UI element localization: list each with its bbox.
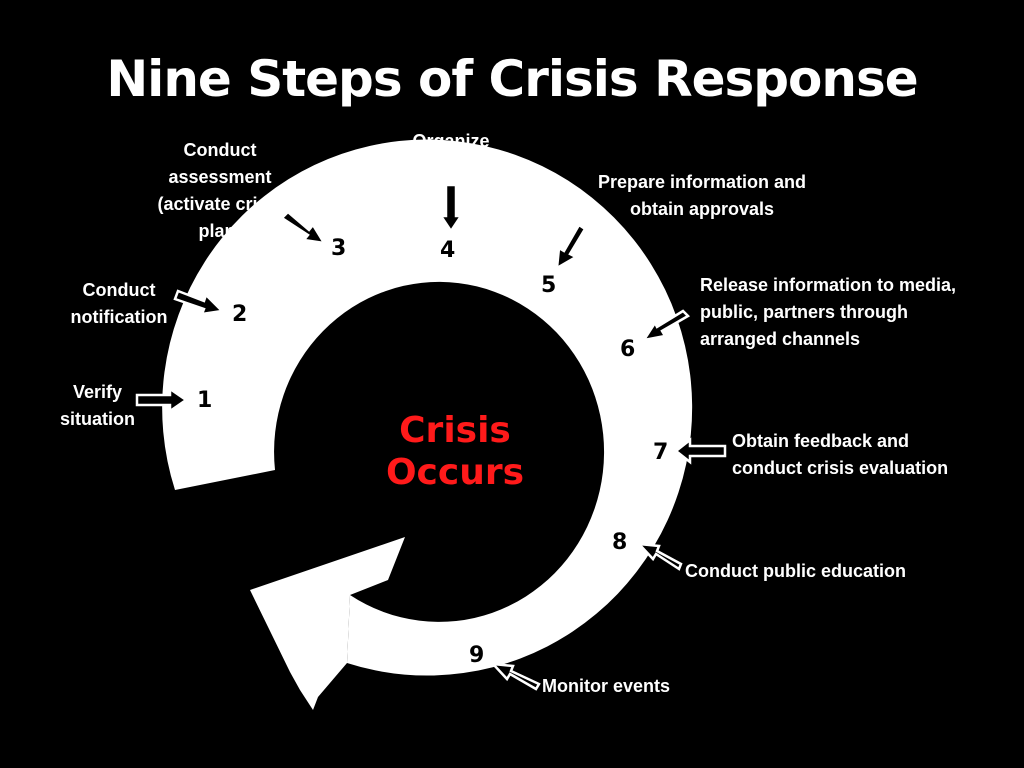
step-number-3: 3	[331, 236, 347, 261]
step-6-label-line: Release information to media,	[700, 275, 957, 295]
step-number-7: 7	[653, 440, 669, 465]
step-3-label-line: (activate crisis	[157, 194, 283, 214]
step-8-label-line: Conduct public education	[685, 561, 906, 581]
step-5-label: Prepare information and obtain approvals	[572, 169, 832, 223]
step-9-label-line: Monitor events	[542, 676, 671, 696]
step-9-label: Monitor events	[542, 673, 670, 700]
pointer-arrows	[135, 183, 727, 691]
step-4-label: Organize assignments	[376, 128, 526, 182]
center-label-line-2: Occurs	[385, 452, 525, 493]
step-1-arrow	[135, 386, 189, 414]
step-4-label-line: assignments	[395, 158, 507, 178]
center-label: Crisis Occurs	[355, 410, 555, 494]
step-7-arrow	[673, 437, 727, 465]
step-7-label-line: conduct crisis evaluation	[732, 458, 949, 478]
step-9-arrow	[489, 662, 541, 691]
step-8-arrow	[635, 542, 683, 571]
step-number-2: 2	[232, 302, 248, 327]
step-number-6: 6	[620, 337, 636, 362]
step-5-label-line: obtain approvals	[629, 199, 775, 219]
step-3-label-line: assessment	[168, 167, 272, 187]
step-number-4: 4	[440, 238, 456, 263]
step-6-label: Release information to media, public, pa…	[700, 272, 956, 353]
step-1-label-line: situation	[60, 409, 135, 429]
step-3-arrow	[280, 210, 327, 245]
step-6-label-line: arranged channels	[700, 329, 861, 349]
step-6-arrow	[641, 309, 691, 342]
step-5-label-line: Prepare information and	[597, 172, 807, 192]
step-3-label-line: plan)	[198, 221, 242, 241]
step-1-label: Verify situation	[40, 379, 155, 433]
step-2-label-line: Conduct	[82, 280, 156, 300]
cycle-ring	[162, 139, 693, 676]
step-number-1: 1	[197, 388, 213, 413]
center-label-line-1: Crisis	[399, 410, 511, 451]
step-number-8: 8	[612, 530, 628, 555]
step-3-label: Conduct assessment (activate crisis plan…	[145, 137, 295, 245]
step-6-label-line: public, partners through	[700, 302, 909, 322]
step-2-arrow	[173, 289, 225, 316]
step-2-label: Conduct notification	[58, 277, 180, 331]
step-4-label-line: Organize	[412, 131, 490, 151]
step-5-arrow	[555, 223, 587, 271]
step-7-label: Obtain feedback and conduct crisis evalu…	[732, 428, 948, 482]
step-8-label: Conduct public education	[685, 558, 906, 585]
step-7-label-line: Obtain feedback and	[732, 431, 910, 451]
step-1-label-line: Verify	[72, 382, 123, 402]
step-number-9: 9	[469, 643, 485, 668]
step-number-5: 5	[541, 273, 557, 298]
step-2-label-line: notification	[70, 307, 168, 327]
step-4-arrow	[438, 183, 464, 234]
page-title: Nine Steps of Crisis Response	[106, 50, 918, 108]
cycle-arrowhead	[250, 537, 405, 710]
step-3-label-line: Conduct	[183, 140, 257, 160]
